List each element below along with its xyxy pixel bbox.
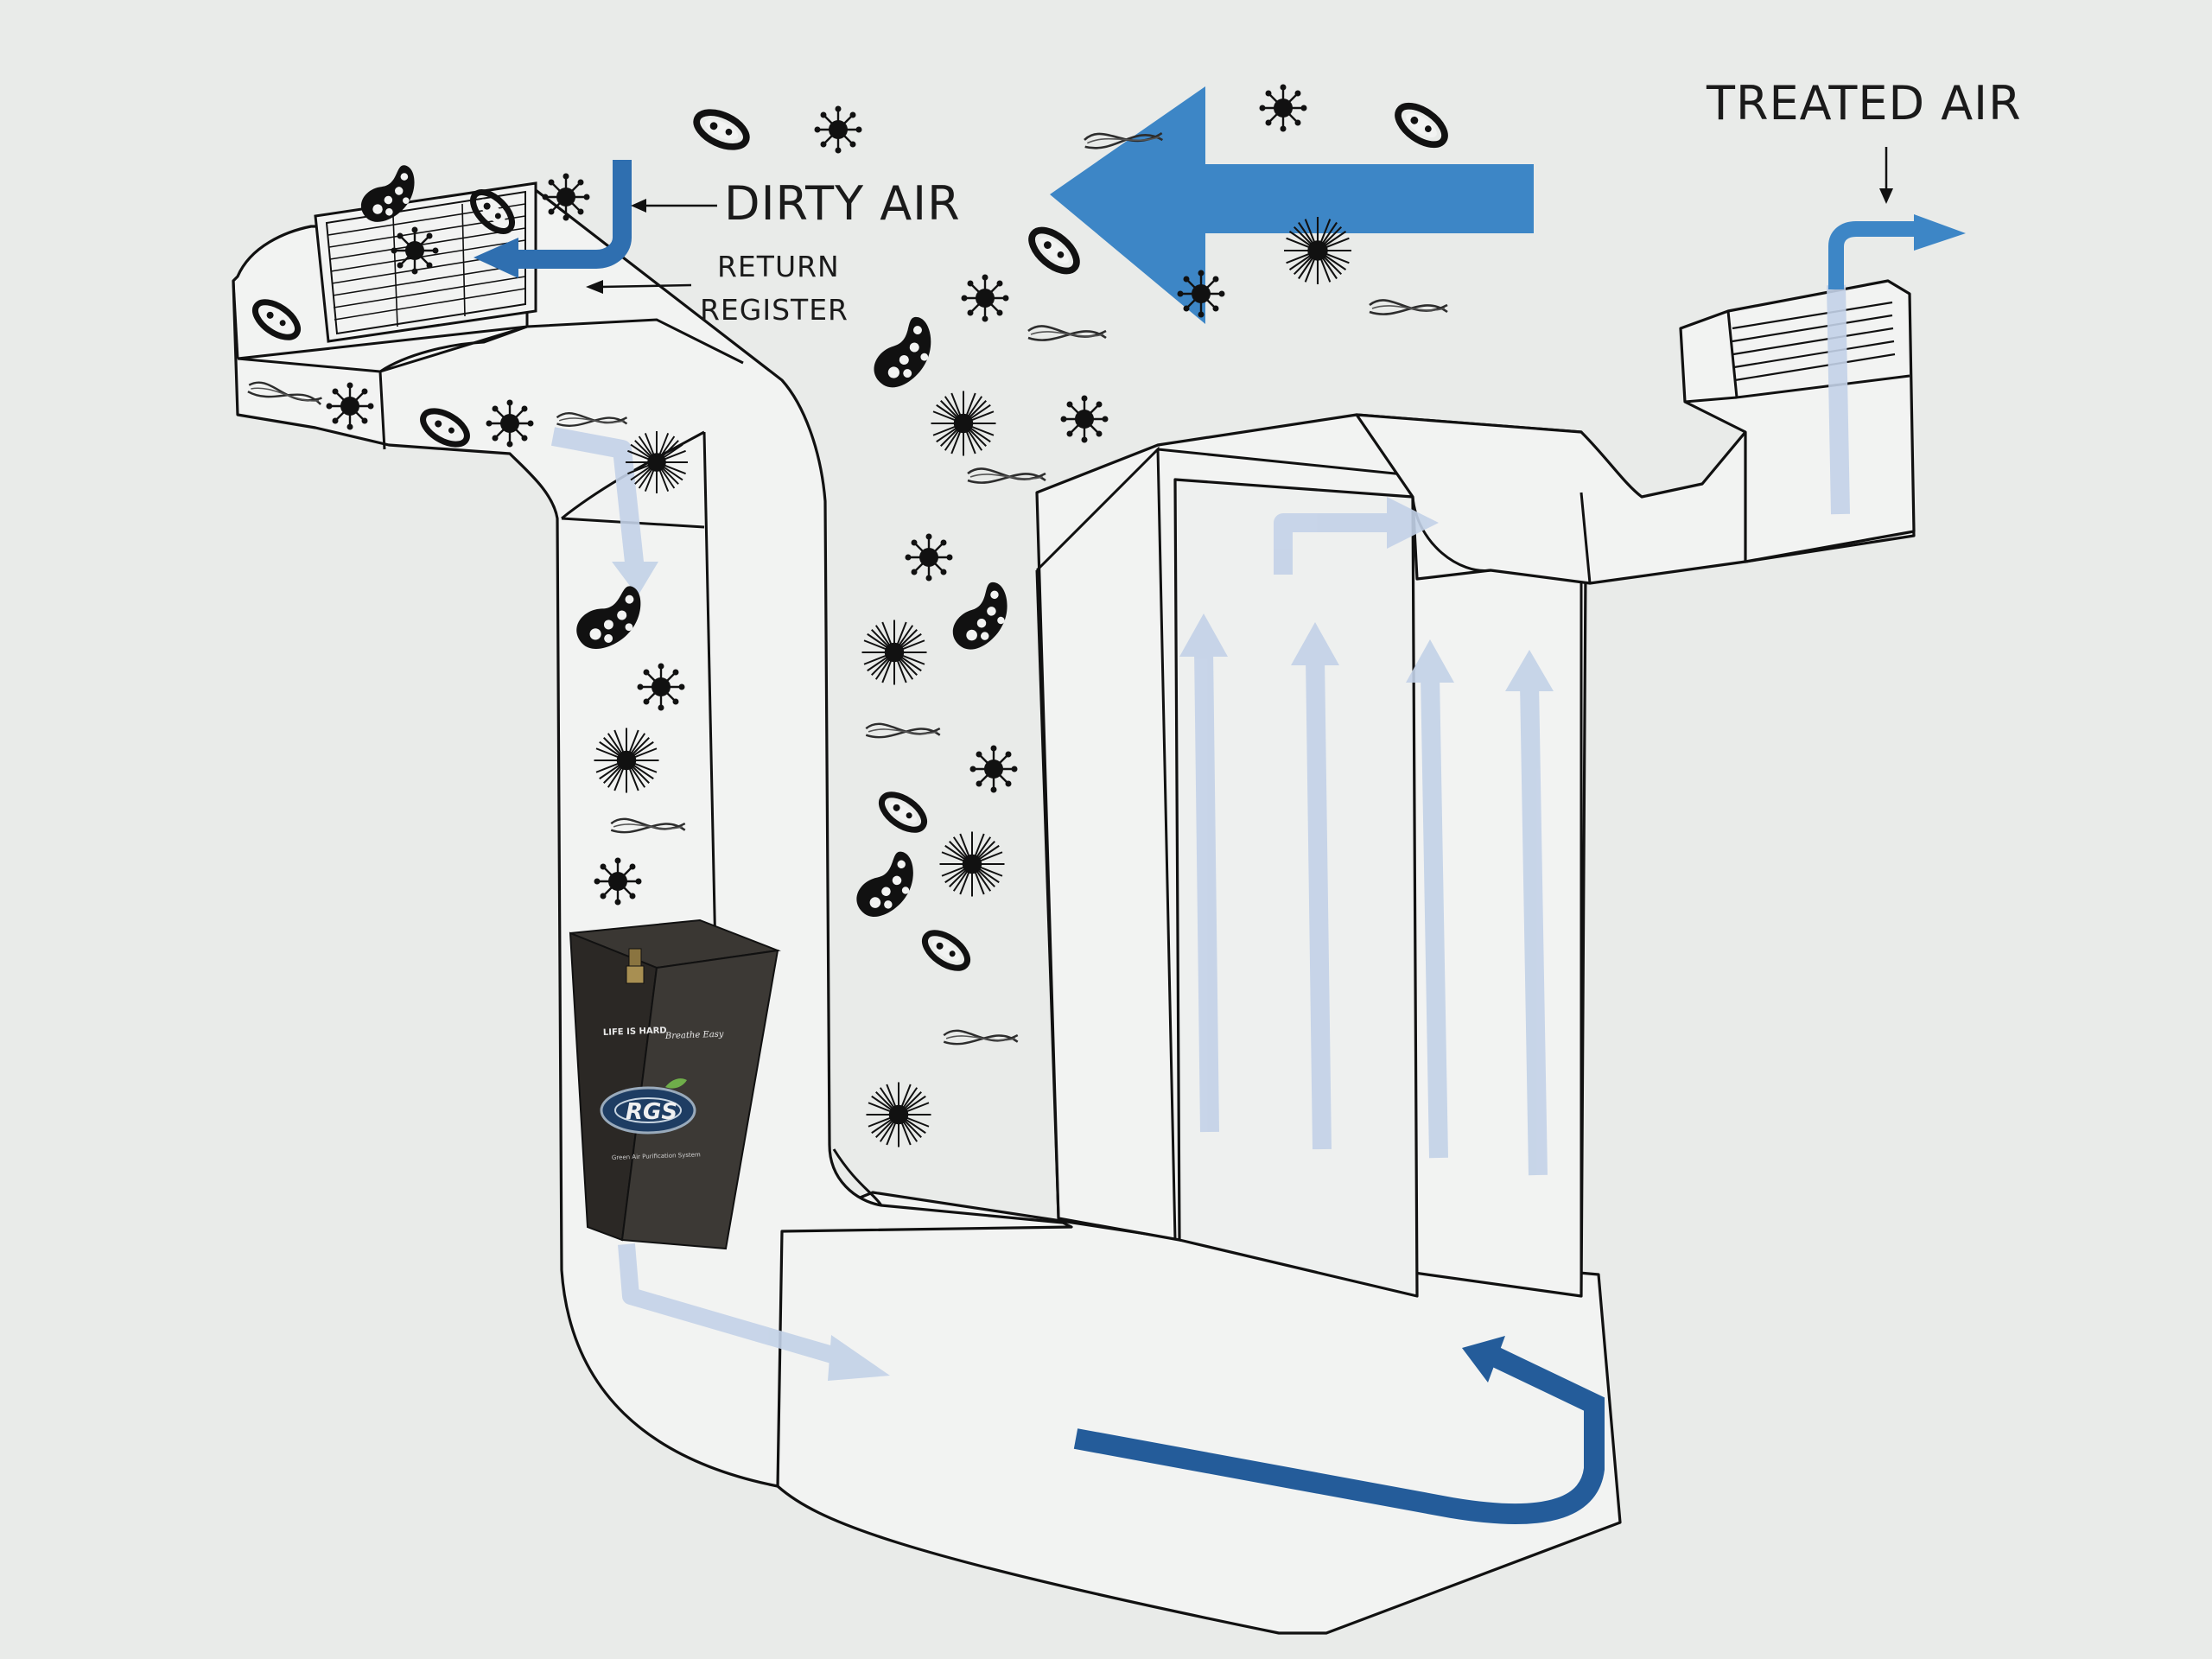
bacteria-icon — [859, 313, 948, 395]
pollen-icon — [1368, 299, 1449, 315]
pollen-icon — [930, 390, 997, 457]
device-logo-icon — [600, 1078, 696, 1135]
supply-register-box — [1679, 279, 1916, 563]
virus-icon — [904, 532, 954, 582]
treated-air-label: TREATED AIR — [1706, 76, 2022, 130]
device-logo-text: RGS — [626, 1099, 677, 1125]
pollen-icon — [865, 722, 941, 739]
pollen-icon — [943, 1029, 1019, 1046]
dirty-air-big-arrow — [1050, 86, 1534, 324]
virus-icon — [813, 105, 863, 155]
virus-icon — [325, 381, 375, 431]
virus-icon — [969, 744, 1019, 794]
dirty-air-label: DIRTY AIR — [724, 176, 961, 231]
faint-airflow-arrows — [550, 284, 1850, 1381]
virus-icon — [390, 226, 440, 276]
virus-icon — [593, 856, 643, 906]
bacteria-icon — [938, 578, 1023, 657]
virus-icon — [1258, 83, 1308, 133]
spore-icon — [1391, 99, 1451, 152]
supply-register-grille — [1732, 301, 1896, 382]
labels: DIRTY AIR RETURN REGISTER TREATED AIR — [586, 76, 2022, 327]
device-tagline-right: Breathe Easy — [664, 1030, 724, 1041]
bacteria-icon — [844, 849, 927, 924]
strong-airflow-arrows — [474, 86, 1966, 1524]
spore-icon — [875, 788, 930, 837]
supply-inner-gap — [1173, 478, 1419, 1298]
virus-icon — [636, 662, 686, 712]
pollen-icon — [1027, 325, 1108, 341]
spore-icon — [918, 926, 973, 976]
pollen-icon — [938, 830, 1006, 898]
pollen-icon — [865, 1081, 932, 1148]
air-purifier-unit: LIFE IS HARD Breathe Easy RGS Green Air … — [569, 918, 781, 1250]
virus-icon — [960, 273, 1010, 323]
spore-icon — [1025, 223, 1084, 279]
device-tagline-left: LIFE IS HARD — [603, 1026, 667, 1038]
virus-icon — [541, 172, 591, 222]
spore-icon — [691, 105, 752, 154]
ductwork — [232, 188, 1916, 1635]
pollen-icon — [966, 467, 1047, 484]
return-register-label-line2: REGISTER — [700, 293, 849, 327]
pollen-icon — [593, 727, 660, 794]
device-caption: Green Air Purification System — [612, 1151, 701, 1161]
virus-icon — [1176, 269, 1226, 319]
lower-supply-duct — [776, 1191, 1622, 1635]
contaminants-center-duct — [844, 532, 1023, 1148]
return-register-label-line1: RETURN — [717, 250, 840, 283]
pollen-icon — [861, 619, 928, 686]
virus-icon — [1059, 394, 1109, 444]
virus-icon — [485, 398, 535, 448]
